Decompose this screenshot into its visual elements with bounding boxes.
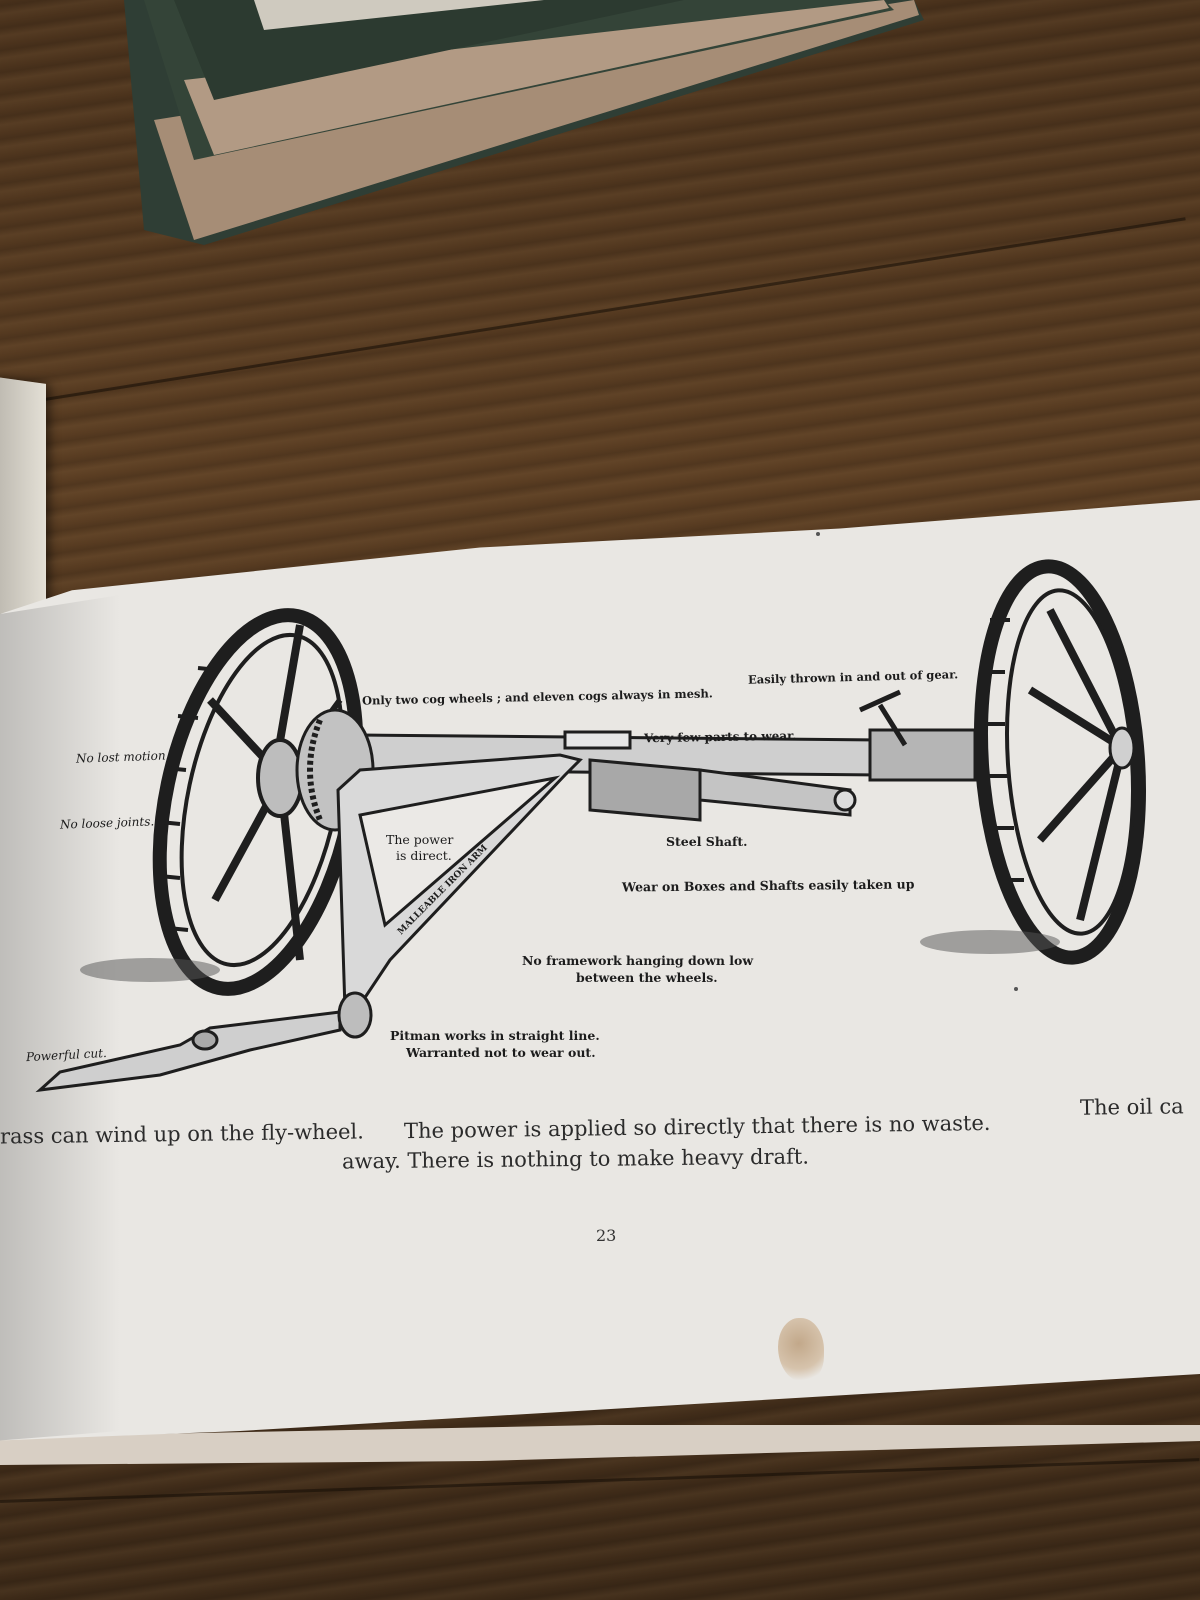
callout-loose-joints: No loose joints. [59,814,155,832]
callout-power-direct-2: is direct. [396,848,452,863]
page-speck [1014,987,1018,991]
malleable-iron-arm [336,753,583,1013]
axle-shaft [358,689,977,822]
right-wheel [973,559,1147,965]
callout-framework-2: between the wheels. [576,970,718,985]
page-stain [778,1318,824,1382]
page-number: 23 [596,1226,617,1245]
book-stack [124,0,924,245]
page-gutter-shadow [0,595,120,1441]
mower-illustration [35,559,1147,1093]
left-wheel-shadow [80,958,220,982]
page-speck [816,532,820,536]
right-wheel-treads [985,618,1024,882]
cutter-bar [35,991,373,1093]
left-wheel-treads [159,666,219,932]
callout-few-parts: Very few parts to wear. [643,728,797,746]
callout-power-direct-1: The power [386,832,454,847]
callout-framework-1: No framework hanging down low [522,953,754,968]
body-line-2: away. There is nothing to make heavy dra… [341,1144,810,1174]
callout-wear: Wear on Boxes and Shafts easily taken up [621,876,915,895]
callout-pitman-2: Warranted not to wear out. [406,1045,596,1060]
callout-steel-shaft: Steel Shaft. [666,834,748,849]
body-line-1a: rass can wind up on the fly-wheel. [0,1119,365,1149]
callout-lost-motion: No lost motion. [75,748,170,766]
callout-pitman-1: Pitman works in straight line. [390,1028,600,1043]
right-wheel-shadow [920,930,1060,954]
body-line-1c: The oil ca [1079,1094,1184,1120]
